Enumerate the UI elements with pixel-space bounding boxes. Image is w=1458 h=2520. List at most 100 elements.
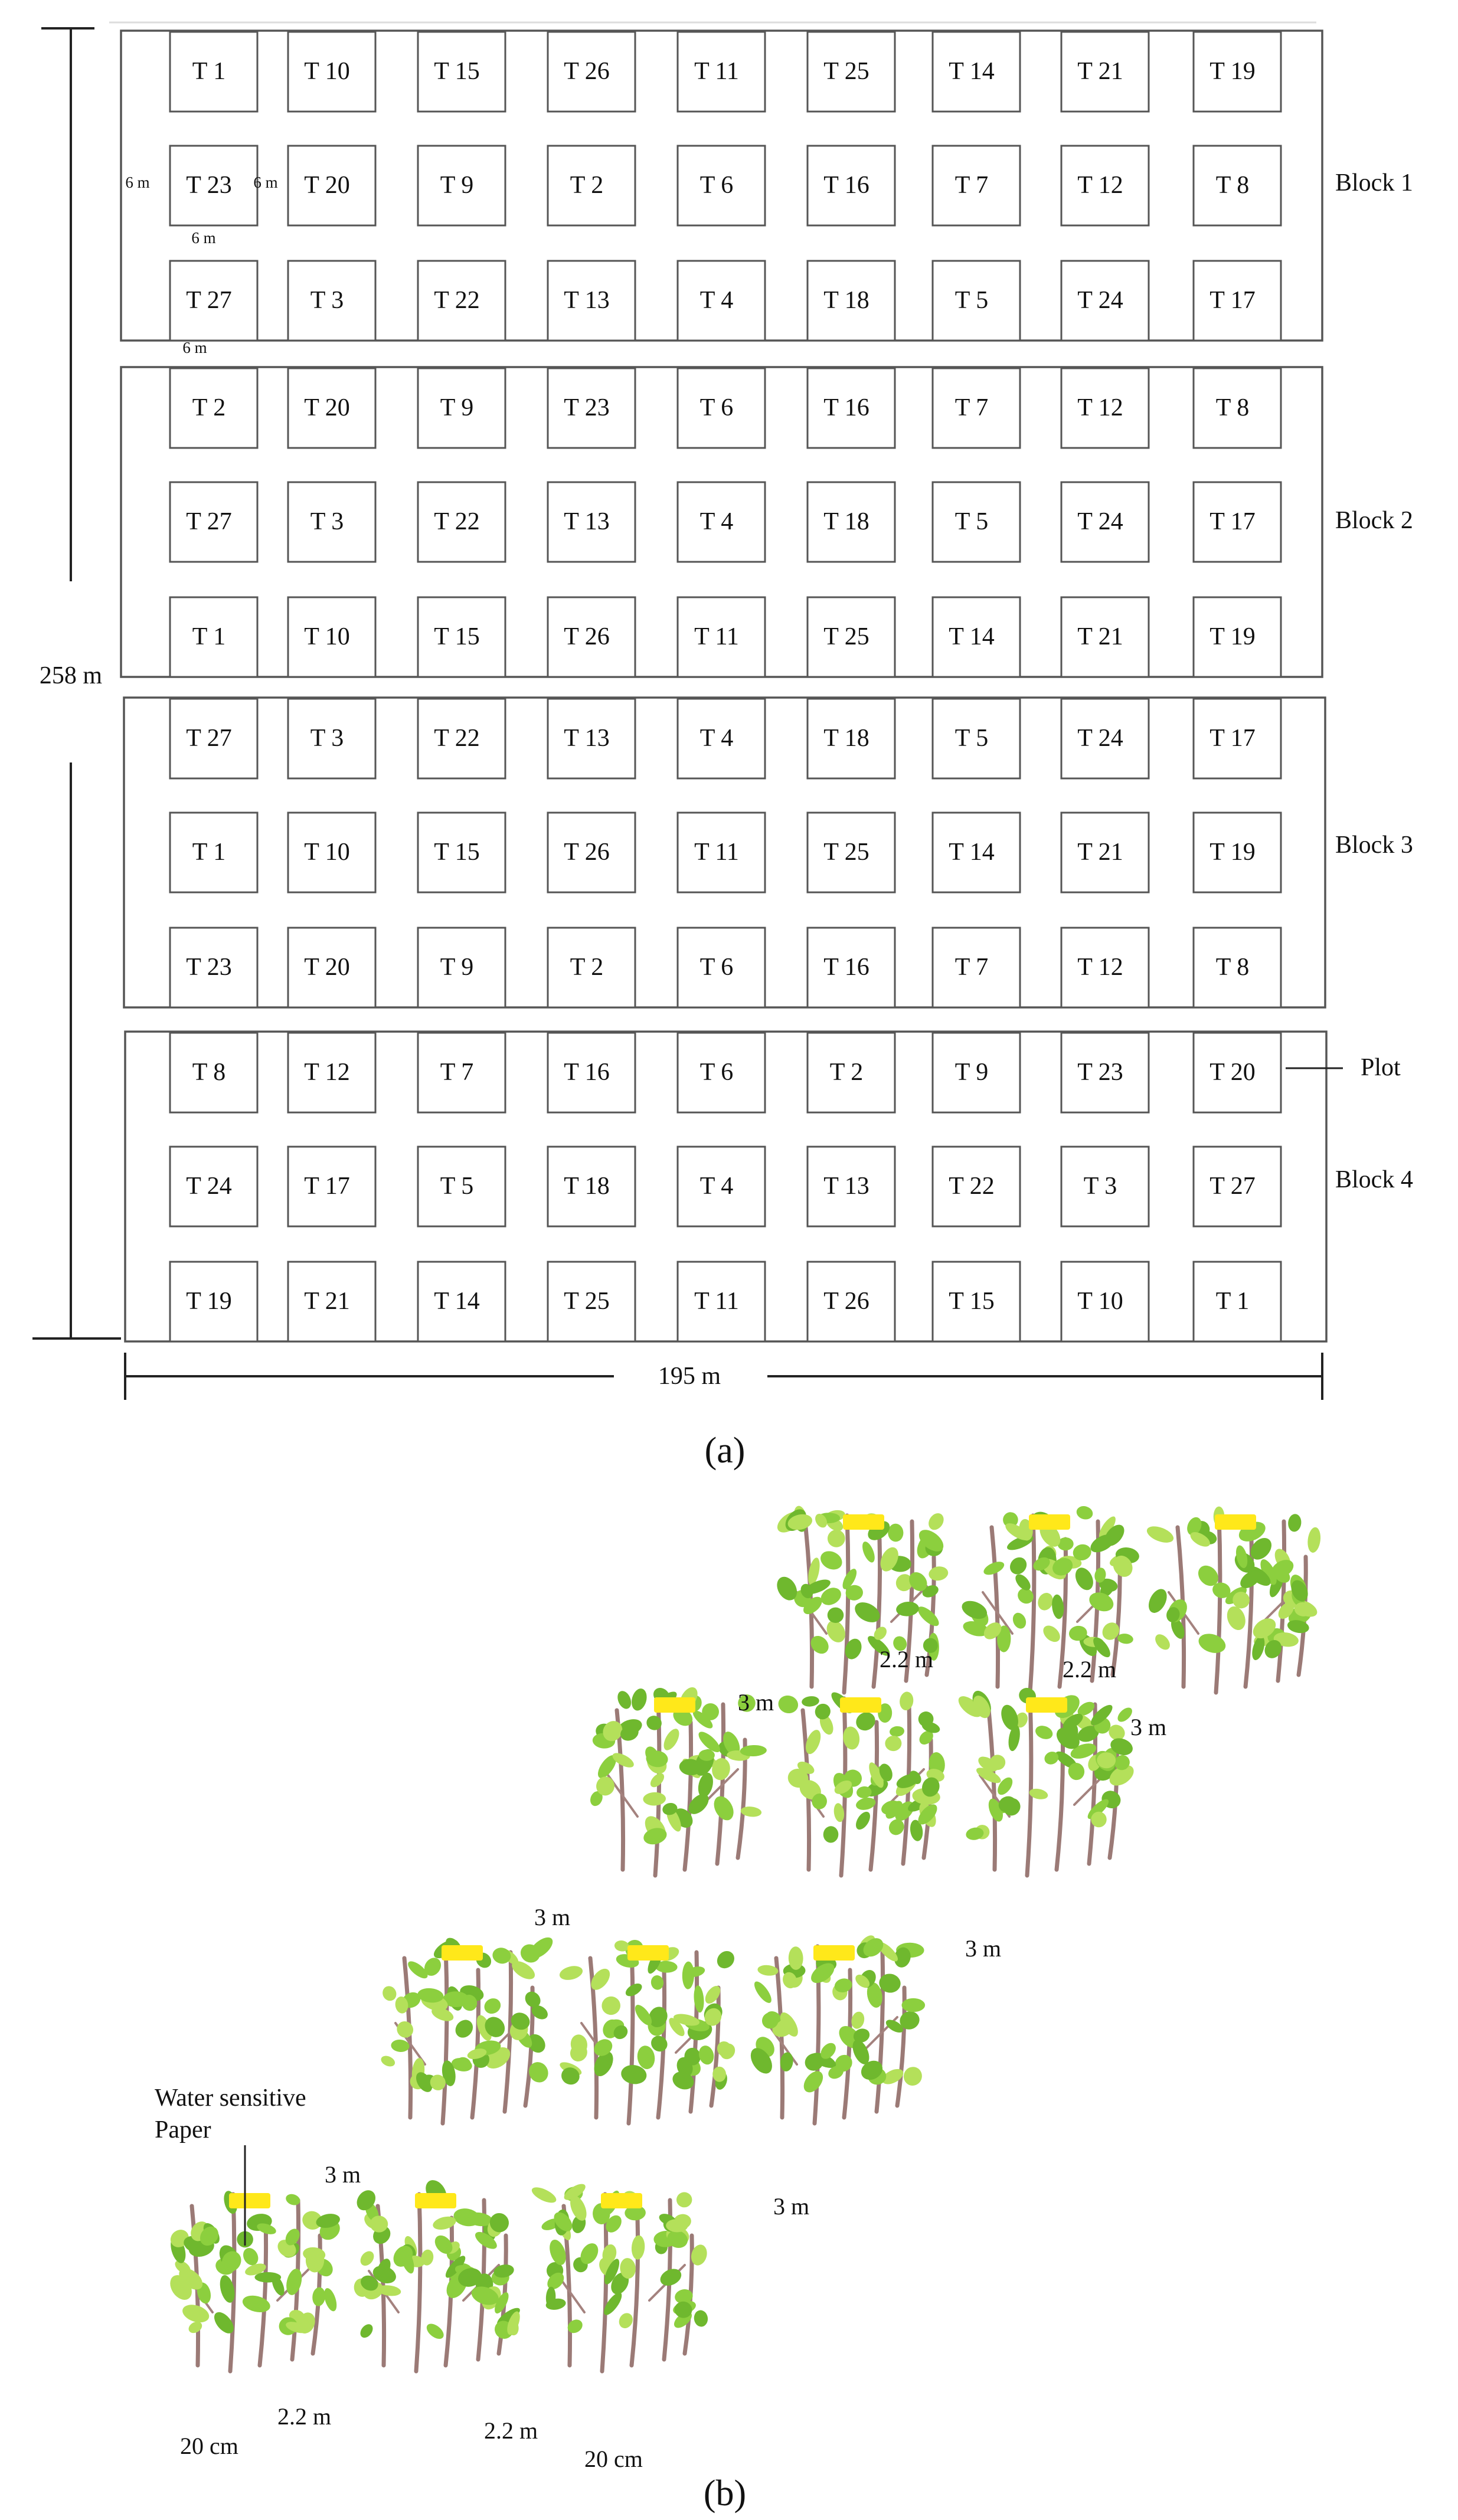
plant-leaf <box>417 1988 444 2003</box>
treatment-label: T 27 <box>1209 1173 1255 1200</box>
plant-leaf <box>997 1625 1011 1652</box>
plot-box <box>1192 481 1282 563</box>
plot-box <box>1060 481 1150 563</box>
row-gap-label-1-left: 3 m <box>738 1689 774 1716</box>
plot-cell: T 25 <box>806 596 896 678</box>
plot-box <box>169 927 259 1009</box>
plot-cell: T 13 <box>547 481 636 563</box>
plant-leaf <box>1117 1707 1132 1722</box>
plot-cell: T 6 <box>676 145 766 227</box>
water-sensitive-paper <box>442 1945 483 1961</box>
plant-leaf <box>1075 1567 1093 1590</box>
plot-cell: T 6 <box>676 927 766 1009</box>
plant-leaf <box>843 1726 860 1750</box>
treatment-label: T 23 <box>1077 1059 1123 1086</box>
plant-leaf <box>910 1819 923 1841</box>
plant-leaf <box>674 2301 692 2318</box>
plant-stem <box>774 1956 785 2120</box>
plant-stem <box>842 1513 851 1695</box>
plant-leaf <box>1271 1560 1294 1578</box>
plant-leaf <box>1090 1534 1114 1553</box>
plot-box <box>931 1261 1021 1343</box>
row-gap-label-3-left: 3 m <box>325 2161 361 2188</box>
plot-box <box>931 698 1021 780</box>
plot-cell: T 5 <box>931 698 1021 780</box>
plot-box <box>547 367 636 449</box>
plant-leaf <box>214 2312 234 2334</box>
plant-leaf <box>958 1696 982 1717</box>
treatment-label: T 5 <box>955 287 988 314</box>
treatment-label: T 10 <box>304 58 349 85</box>
treatment-label: T 21 <box>1077 58 1123 85</box>
plant-stem <box>709 1985 721 2108</box>
plant-leaf <box>466 2212 493 2227</box>
plant-leaf <box>856 1811 870 1830</box>
treatment-label: T 1 <box>192 839 225 866</box>
plant-leaf <box>312 2287 326 2306</box>
plant-leaf <box>221 2251 241 2272</box>
plant-leaf <box>922 1585 939 1598</box>
plant-leaf <box>245 2263 266 2276</box>
plant-leaf <box>528 2062 548 2083</box>
paper-label-line2: Paper <box>155 2116 211 2143</box>
plant-leaf <box>983 1562 1005 1575</box>
plant-leaf <box>783 1972 797 1989</box>
plot-box <box>806 927 896 1009</box>
plant-leaf <box>242 2295 270 2313</box>
treatment-label: T 16 <box>823 172 869 199</box>
plant-leaf <box>594 2039 613 2056</box>
plot-box <box>676 31 766 113</box>
plot-cell: T 16 <box>806 367 896 449</box>
plant-leaf <box>853 2028 870 2043</box>
plot-box <box>1192 1261 1282 1343</box>
plant-stem <box>1028 1513 1037 1695</box>
plant-leaf <box>698 2046 714 2065</box>
treatment-label: T 2 <box>570 954 603 981</box>
treatment-label: T 8 <box>1216 394 1249 421</box>
plant-stem <box>257 2215 269 2368</box>
plot-box <box>931 481 1021 563</box>
plot-cell: T 13 <box>547 698 636 780</box>
spacing-label-block-gap: 6 m <box>182 339 207 356</box>
treatment-label: T 4 <box>700 287 733 314</box>
plant-leaf <box>895 1574 913 1592</box>
plant-leaf <box>650 1975 664 1990</box>
treatment-label: T 4 <box>700 508 733 535</box>
treatment-label: T 6 <box>700 172 733 199</box>
plant <box>1146 1506 1321 1695</box>
plot-cell: T 16 <box>806 927 896 1009</box>
water-sensitive-paper <box>1026 1697 1067 1713</box>
plant-leaf <box>827 1530 845 1547</box>
plant-leaf <box>632 1688 647 1711</box>
plant-leaf <box>601 1996 620 2015</box>
plant-leaf <box>471 2286 499 2305</box>
plant-leaf <box>182 2305 210 2323</box>
treatment-label: T 23 <box>186 954 231 981</box>
plot-box <box>169 481 259 563</box>
plant-leaf <box>1294 1602 1312 1616</box>
plant-leaf <box>998 1777 1013 1795</box>
spacing-label-between: 6 m <box>253 174 277 191</box>
plot-box <box>806 1261 896 1343</box>
treatment-label: T 21 <box>1077 623 1123 650</box>
bottom-height-label-1: 20 cm <box>180 2433 238 2459</box>
plant-leaf <box>863 1938 884 1957</box>
plant-stem <box>986 1708 998 1872</box>
plot-box <box>417 367 506 449</box>
plot-box <box>676 1146 766 1228</box>
plot-cell: T 9 <box>417 927 506 1009</box>
plant-leaf <box>973 1696 990 1719</box>
plant-leaf <box>1260 1559 1277 1585</box>
plant-leaf <box>803 1596 822 1615</box>
plot-box <box>169 1261 259 1343</box>
plant-leaf <box>360 2251 374 2266</box>
plot-cell: T 3 <box>287 481 377 563</box>
plant-leaf <box>1087 1799 1109 1819</box>
row-gap-label-3-right: 3 m <box>773 2193 809 2220</box>
treatment-label: T 14 <box>949 839 994 866</box>
plot-box <box>417 811 506 894</box>
plant-leaf <box>896 1602 919 1616</box>
plant-leaf <box>611 2272 629 2295</box>
